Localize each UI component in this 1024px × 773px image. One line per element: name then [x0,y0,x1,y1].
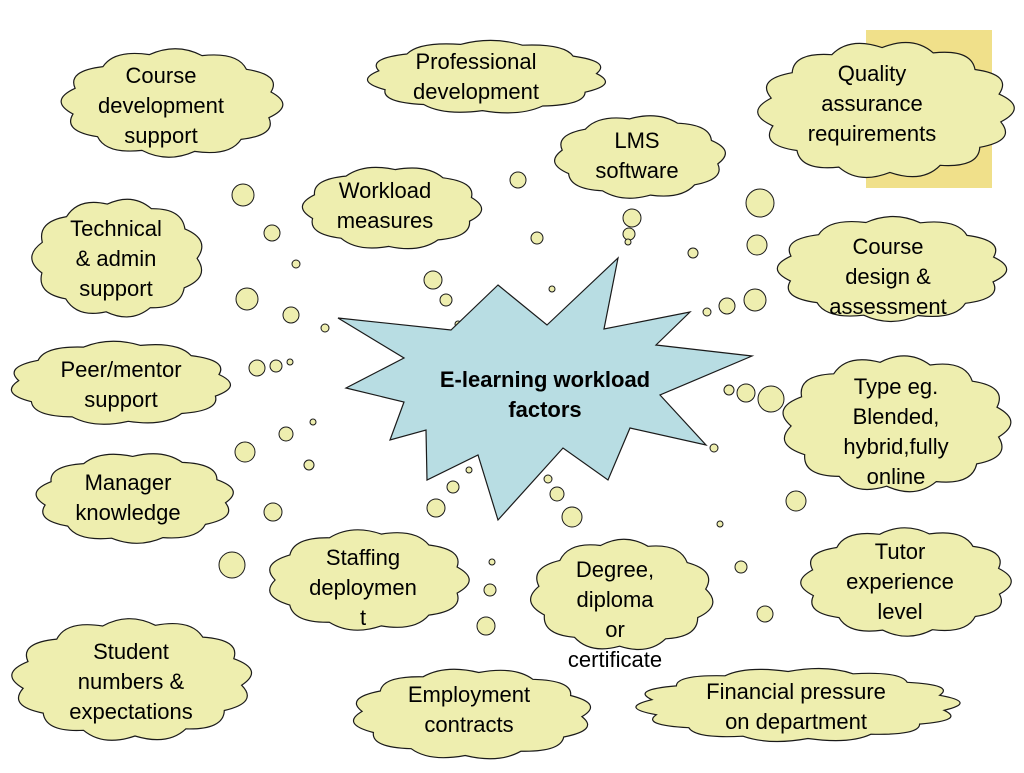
factor-professional-development: Professional development [413,49,539,104]
thought-bubble [702,307,712,317]
thought-bubble [439,293,453,307]
cloud-peer-mentor-support [10,340,231,425]
thought-bubble [723,384,735,396]
thought-bubble [291,259,301,269]
thought-bubble [303,459,315,471]
thought-bubble [476,616,496,636]
factor-lms-software: LMS software [595,128,679,183]
factor-tutor-experience-level: Tutor experience level [846,539,954,624]
cloud-manager-knowledge [35,453,234,544]
cloud-course-development-support [60,48,284,158]
thought-bubble [509,171,527,189]
factor-student-numbers-expectations: Student numbers & expectations [69,639,193,724]
thought-bubble [745,188,775,218]
thought-bubble [757,385,785,413]
thought-bubble [263,224,281,242]
thought-bubble [743,288,767,312]
thought-bubble [426,498,446,518]
factor-staffing-deployment: Staffing deploymen t [309,545,417,630]
thought-bubble [561,506,583,528]
thought-bubble [278,426,294,442]
thought-bubble [530,231,544,245]
thought-bubble [756,605,774,623]
thought-bubble [488,558,496,566]
thought-bubble [320,323,330,333]
thought-bubble [218,551,246,579]
cloud-technical-admin-support [31,198,203,318]
factor-type-blended: Type eg. Blended, hybrid,fully online [843,374,949,489]
factor-degree-diploma-certificate: Degree, diploma or certificate [567,557,663,672]
cloud-quality-assurance-requirements [757,41,1015,179]
cloud-tutor-experience-level [800,527,1012,637]
thought-bubble [746,234,768,256]
cloud-workload-measures [301,166,483,250]
thought-bubble [548,285,556,293]
factor-workload-measures: Workload measures [336,178,434,233]
thought-bubble [248,359,266,377]
cloud-professional-development [367,39,607,114]
cloud-course-design-assessment [776,215,1008,323]
factor-financial-pressure: Financial pressure on department [706,679,886,734]
cloud-student-numbers-expectations [11,618,252,741]
thought-bubbles [218,171,807,637]
thought-bubble [235,287,259,311]
thought-bubble [282,306,300,324]
factor-employment-contracts: Employment contracts [407,682,531,737]
cloud-lms-software [554,115,726,199]
thought-bubble [734,560,748,574]
thought-bubble [709,443,719,453]
cloud-employment-contracts [352,668,592,760]
thought-bubble [543,474,553,484]
cloud-type-blended [782,355,1012,493]
thought-bubble [687,247,699,259]
factor-peer-mentor-support: Peer/mentor support [60,357,182,412]
factor-quality-assurance-requirements: Quality assurance requirements [807,61,937,146]
thought-bubble [622,208,642,228]
factor-technical-admin-support: Technical & admin support [70,216,162,301]
thought-bubble [465,466,473,474]
thought-bubble [718,297,736,315]
thought-bubble [263,502,283,522]
thought-bubble [736,383,756,403]
thought-bubble [716,520,724,528]
cloud-staffing-deployment [269,529,470,631]
thought-bubble [549,486,565,502]
factor-course-design-assessment: Course design & assessment [829,234,947,319]
thought-bubble [269,359,283,373]
thought-bubble [286,358,294,366]
thought-bubble [446,480,460,494]
factor-manager-knowledge: Manager knowledge [75,470,181,525]
central-topic-label: E-learning workload factors [439,367,651,422]
cloud-degree-diploma-certificate [530,538,714,651]
thought-bubble [309,418,317,426]
thought-bubble [785,490,807,512]
thought-bubble [231,183,255,207]
cloud-financial-pressure [635,667,961,743]
thought-bubble [622,227,636,241]
clouds [10,39,1015,760]
thought-bubble [234,441,256,463]
thought-bubble [483,583,497,597]
factor-course-development-support: Course development support [98,63,224,148]
central-burst-shape [337,256,755,522]
thought-bubble [624,238,632,246]
thought-bubble [423,270,443,290]
